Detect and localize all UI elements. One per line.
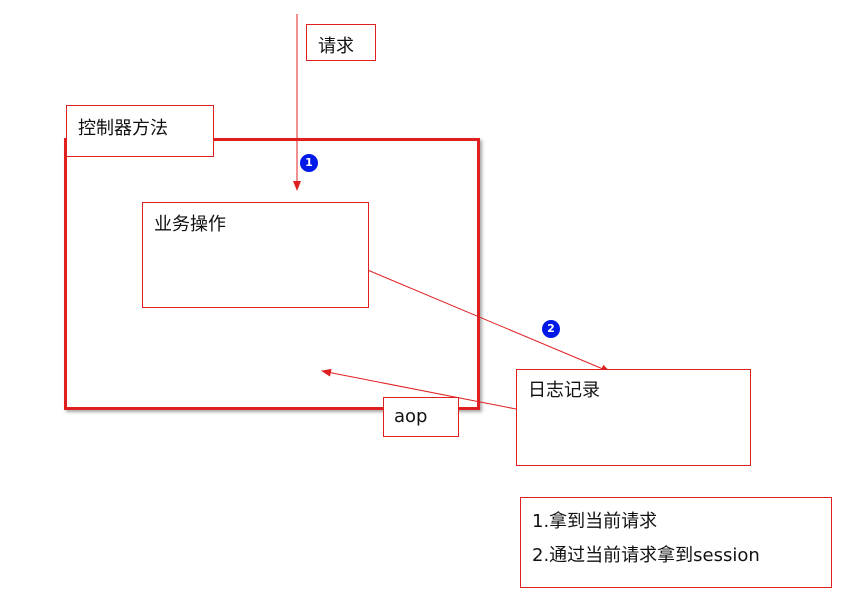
- business-operation-label: 业务操作: [154, 214, 226, 235]
- request-label: 请求: [318, 36, 354, 57]
- request-box: 请求: [306, 24, 376, 61]
- aop-box: aop: [383, 397, 459, 437]
- aop-label: aop: [394, 406, 428, 427]
- note-line-2: 2.通过当前请求拿到session: [532, 545, 760, 566]
- controller-method-frame: [64, 138, 480, 410]
- logging-box: 日志记录: [516, 369, 751, 466]
- note-line-1: 1.拿到当前请求: [532, 511, 658, 532]
- step-1-badge: 1: [300, 154, 318, 172]
- controller-method-label: 控制器方法: [78, 118, 168, 139]
- logging-to-controller-arrow: [321, 368, 517, 410]
- logging-label: 日志记录: [528, 380, 600, 401]
- controller-method-box: 控制器方法: [66, 105, 214, 157]
- business-to-logging-arrow: [357, 265, 611, 373]
- step-2-badge: 2: [542, 320, 560, 338]
- notes-box: 1.拿到当前请求 2.通过当前请求拿到session: [520, 497, 832, 588]
- business-operation-box: 业务操作: [142, 202, 369, 308]
